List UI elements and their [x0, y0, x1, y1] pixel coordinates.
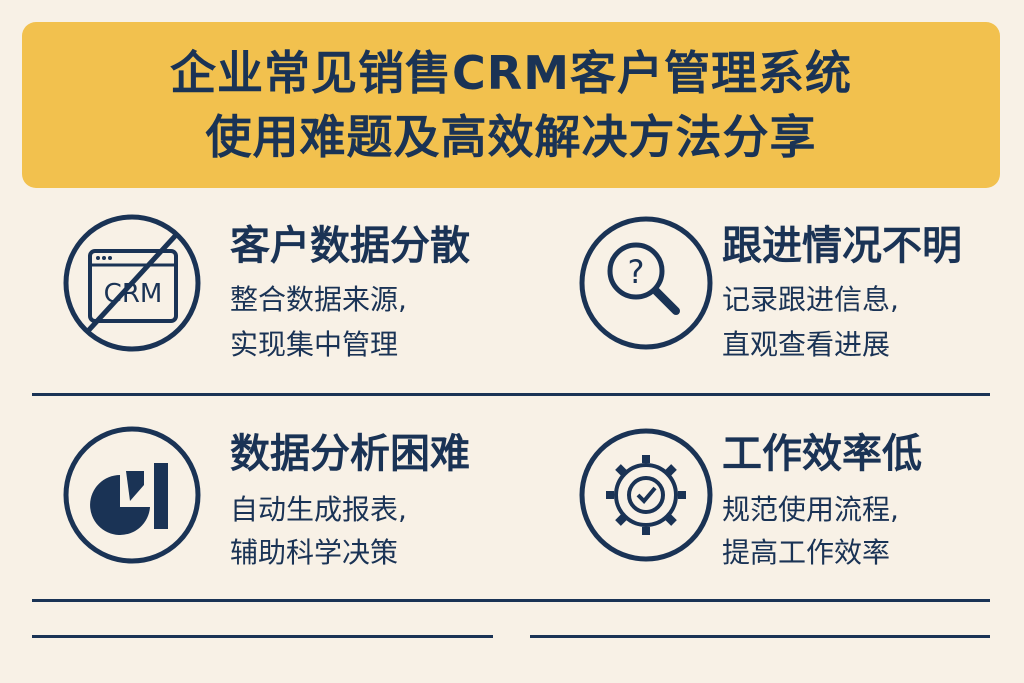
divider: [32, 393, 990, 396]
divider: [32, 635, 493, 638]
item-desc-line1: 规范使用流程,: [722, 493, 899, 526]
divider: [32, 599, 990, 602]
magnifier-question-icon: ?: [579, 216, 713, 350]
item-desc-line2: 辅助科学决策: [230, 536, 399, 569]
item-desc-line2: 直观查看进展: [722, 328, 891, 361]
svg-text:?: ?: [628, 253, 645, 291]
page-title-line1: 企业常见销售CRM客户管理系统: [170, 46, 852, 100]
divider: [530, 635, 990, 638]
item-title: 数据分析困难: [230, 431, 470, 477]
item-title: 跟进情况不明: [722, 223, 962, 269]
item-title: 工作效率低: [722, 431, 922, 477]
page-title-line2: 使用难题及高效解决方法分享: [205, 110, 817, 164]
item-desc-line1: 自动生成报表,: [230, 493, 407, 526]
item-desc-line2: 实现集中管理: [230, 328, 399, 361]
item-desc-line1: 整合数据来源,: [230, 283, 407, 316]
item-desc-line1: 记录跟进信息,: [722, 283, 899, 316]
item-desc-line2: 提高工作效率: [722, 536, 891, 569]
item-title: 客户数据分散: [230, 223, 470, 269]
title-banner: 企业常见销售CRM客户管理系统 使用难题及高效解决方法分享: [22, 22, 1000, 188]
pie-bar-chart-icon: [63, 426, 201, 564]
crm-window-crossed-icon: CRM: [63, 214, 201, 352]
gear-check-icon: [579, 428, 713, 562]
